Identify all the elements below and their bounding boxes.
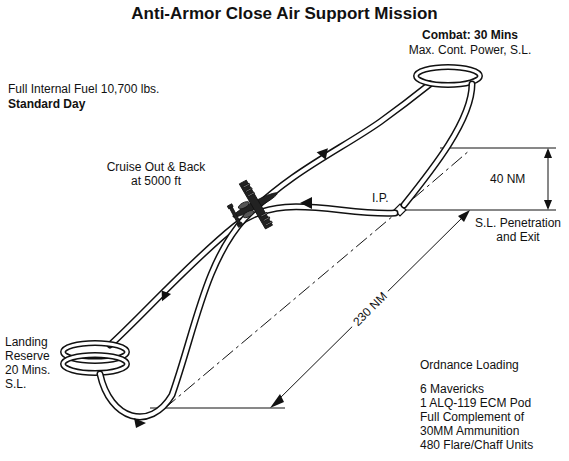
condition-note: Standard Day xyxy=(8,97,85,111)
reserve-note: Landing Reserve 20 Mins. S.L. xyxy=(5,335,61,391)
ordnance-heading: Ordnance Loading xyxy=(420,358,560,372)
combat-note: Combat: 30 Mins xyxy=(395,28,545,42)
ordnance-item: 1 ALQ-119 ECM Pod xyxy=(420,396,560,410)
aircraft xyxy=(221,170,290,239)
direction-arrow xyxy=(300,197,312,209)
dimension-label: 40 NM xyxy=(490,172,525,186)
ordnance-item: Full Complement of 30MM Ammunition xyxy=(420,410,545,438)
return-path xyxy=(110,207,395,345)
dimension-label: 230 NM xyxy=(347,286,394,333)
extension-line xyxy=(440,148,556,149)
arrowhead xyxy=(270,394,284,408)
combat-note: Max. Cont. Power, S.L. xyxy=(395,43,545,57)
penetration-note: S.L. Penetration and Exit xyxy=(472,216,564,244)
arrowhead xyxy=(544,148,552,158)
diagram-title: Anti-Armor Close Air Support Mission xyxy=(0,4,569,24)
dimension-line xyxy=(272,212,468,406)
direction-arrow xyxy=(158,291,171,304)
extension-line xyxy=(150,408,285,409)
arrowhead xyxy=(544,200,552,210)
landing-loop xyxy=(63,355,127,373)
ip-label: I.P. xyxy=(372,191,388,205)
fuel-note: Full Internal Fuel 10,700 lbs. xyxy=(8,82,159,96)
outbound-path xyxy=(100,84,430,417)
ordnance-item: 480 Flare/Chaff Units xyxy=(420,438,560,452)
ordnance-item: 6 Mavericks xyxy=(420,382,560,396)
direction-arrow xyxy=(317,148,332,162)
dimension-line xyxy=(548,150,549,208)
cruise-note: Cruise Out & Back at 5000 ft xyxy=(100,160,212,188)
direction-arrow xyxy=(134,418,146,428)
arrowhead xyxy=(458,210,470,222)
penetration-path xyxy=(404,84,472,205)
extension-line xyxy=(405,210,556,211)
